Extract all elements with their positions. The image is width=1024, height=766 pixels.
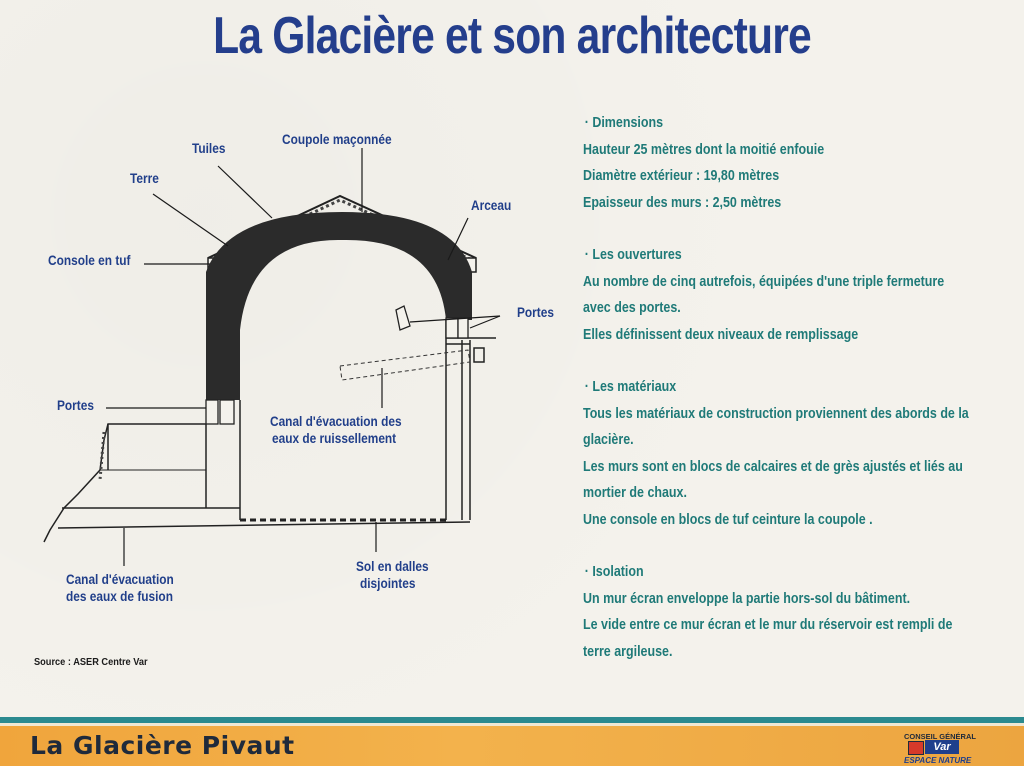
site-name: La Glacière Pivaut: [30, 731, 295, 760]
label-tuiles: Tuiles: [192, 141, 226, 156]
label-sol-2: disjointes: [360, 576, 416, 591]
upper-door-niche: [395, 305, 411, 331]
label-canal-fusion-2: des eaux de fusion: [66, 589, 173, 604]
source-credit: Source : ASER Centre Var: [34, 656, 148, 668]
board-title: La Glacière et son architecture: [213, 7, 812, 65]
logo-var-text: Var: [925, 740, 959, 754]
section-line: Le vide entre ce mur écran et le mur du …: [583, 617, 953, 633]
section-line: terre argileuse.: [583, 643, 673, 660]
section-heading: · Les matériaux: [584, 379, 677, 395]
section-line: Une console en blocs de tuf ceinture la …: [583, 511, 873, 528]
section-line: mortier de chaux.: [583, 485, 687, 501]
label-terre: Terre: [130, 171, 159, 186]
section-line: Au nombre de cinq autrefois, équipées d'…: [583, 273, 945, 290]
label-canal-ruissellement-1: Canal d'évacuation des: [270, 414, 402, 429]
label-console: Console en tuf: [48, 253, 131, 268]
logo-bottom-text: ESPACE NATURE: [904, 756, 972, 765]
section-heading: · Les ouvertures: [584, 247, 682, 263]
label-sol-1: Sol en dalles: [356, 559, 429, 574]
label-coupole: Coupole maçonnée: [282, 132, 392, 147]
section-line: Les murs sont en blocs de calcaires et d…: [583, 458, 963, 475]
right-doors: [395, 305, 469, 339]
ground-and-terrace: [43, 423, 471, 543]
section-line: Diamètre extérieur : 19,80 mètres: [583, 168, 780, 184]
section-heading: · Dimensions: [584, 115, 664, 131]
glaciere-cross-section-diagram: [43, 148, 501, 566]
label-portes-left: Portes: [57, 398, 94, 413]
section-line: avec des portes.: [583, 300, 681, 316]
section-isolation: · Isolation Un mur écran enveloppe la pa…: [583, 559, 1003, 665]
section-heading: · Isolation: [584, 564, 644, 580]
label-canal-ruissellement-2: eaux de ruissellement: [272, 431, 397, 446]
information-board: [0, 0, 1024, 718]
leader-lines: [106, 148, 501, 566]
footer-banner: La Glacière Pivaut: [0, 726, 1024, 766]
section-line: Elles définissent deux niveaux de rempli…: [583, 326, 859, 343]
reservoir-walls: [239, 320, 496, 520]
label-canal-fusion-1: Canal d'évacuation: [66, 572, 174, 587]
description-text: · Dimensions Hauteur 25 mètres dont la m…: [583, 110, 1003, 691]
conseil-general-logo: CONSEIL GÉNÉRAL Var ESPACE NATURE: [898, 732, 988, 766]
section-line: Hauteur 25 mètres dont la moitié enfouie: [583, 141, 825, 158]
dome-masonry: [206, 212, 472, 400]
section-line: glacière.: [583, 432, 634, 448]
section-ouvertures: · Les ouvertures Au nombre de cinq autre…: [583, 242, 1003, 348]
section-line: Tous les matériaux de construction provi…: [583, 405, 969, 422]
section-dimensions: · Dimensions Hauteur 25 mètres dont la m…: [583, 110, 1003, 216]
section-line: Un mur écran enveloppe la partie hors-so…: [583, 590, 911, 607]
runoff-channel: [339, 349, 471, 381]
footer-divider: [0, 723, 1024, 726]
section-line: Epaisseur des murs : 2,50 mètres: [583, 194, 782, 211]
footer-stripe: [0, 717, 1024, 723]
left-doors: [205, 399, 235, 425]
logo-emblem-icon: [908, 741, 924, 755]
label-arceau: Arceau: [471, 198, 512, 213]
logo-top-text: CONSEIL GÉNÉRAL: [904, 732, 976, 741]
section-materiaux: · Les matériaux Tous les matériaux de co…: [583, 374, 1003, 533]
label-portes-right: Portes: [517, 305, 554, 320]
